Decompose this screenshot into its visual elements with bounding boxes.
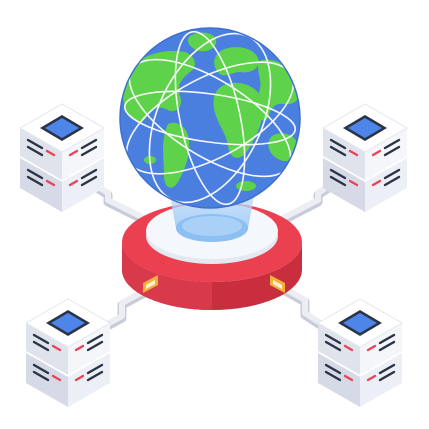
- connector-left: [143, 275, 158, 293]
- server-stack-icon-top-right: [321, 102, 409, 214]
- server-stack-icon-bottom-left: [24, 297, 112, 409]
- cable-bottom-right: [277, 283, 331, 334]
- globe-icon: [119, 27, 301, 209]
- server-stack-icon-bottom-right: [316, 297, 404, 409]
- connector-right: [270, 275, 285, 293]
- cable-bottom-left: [97, 285, 153, 334]
- server-stack-icon-top-left: [18, 102, 106, 214]
